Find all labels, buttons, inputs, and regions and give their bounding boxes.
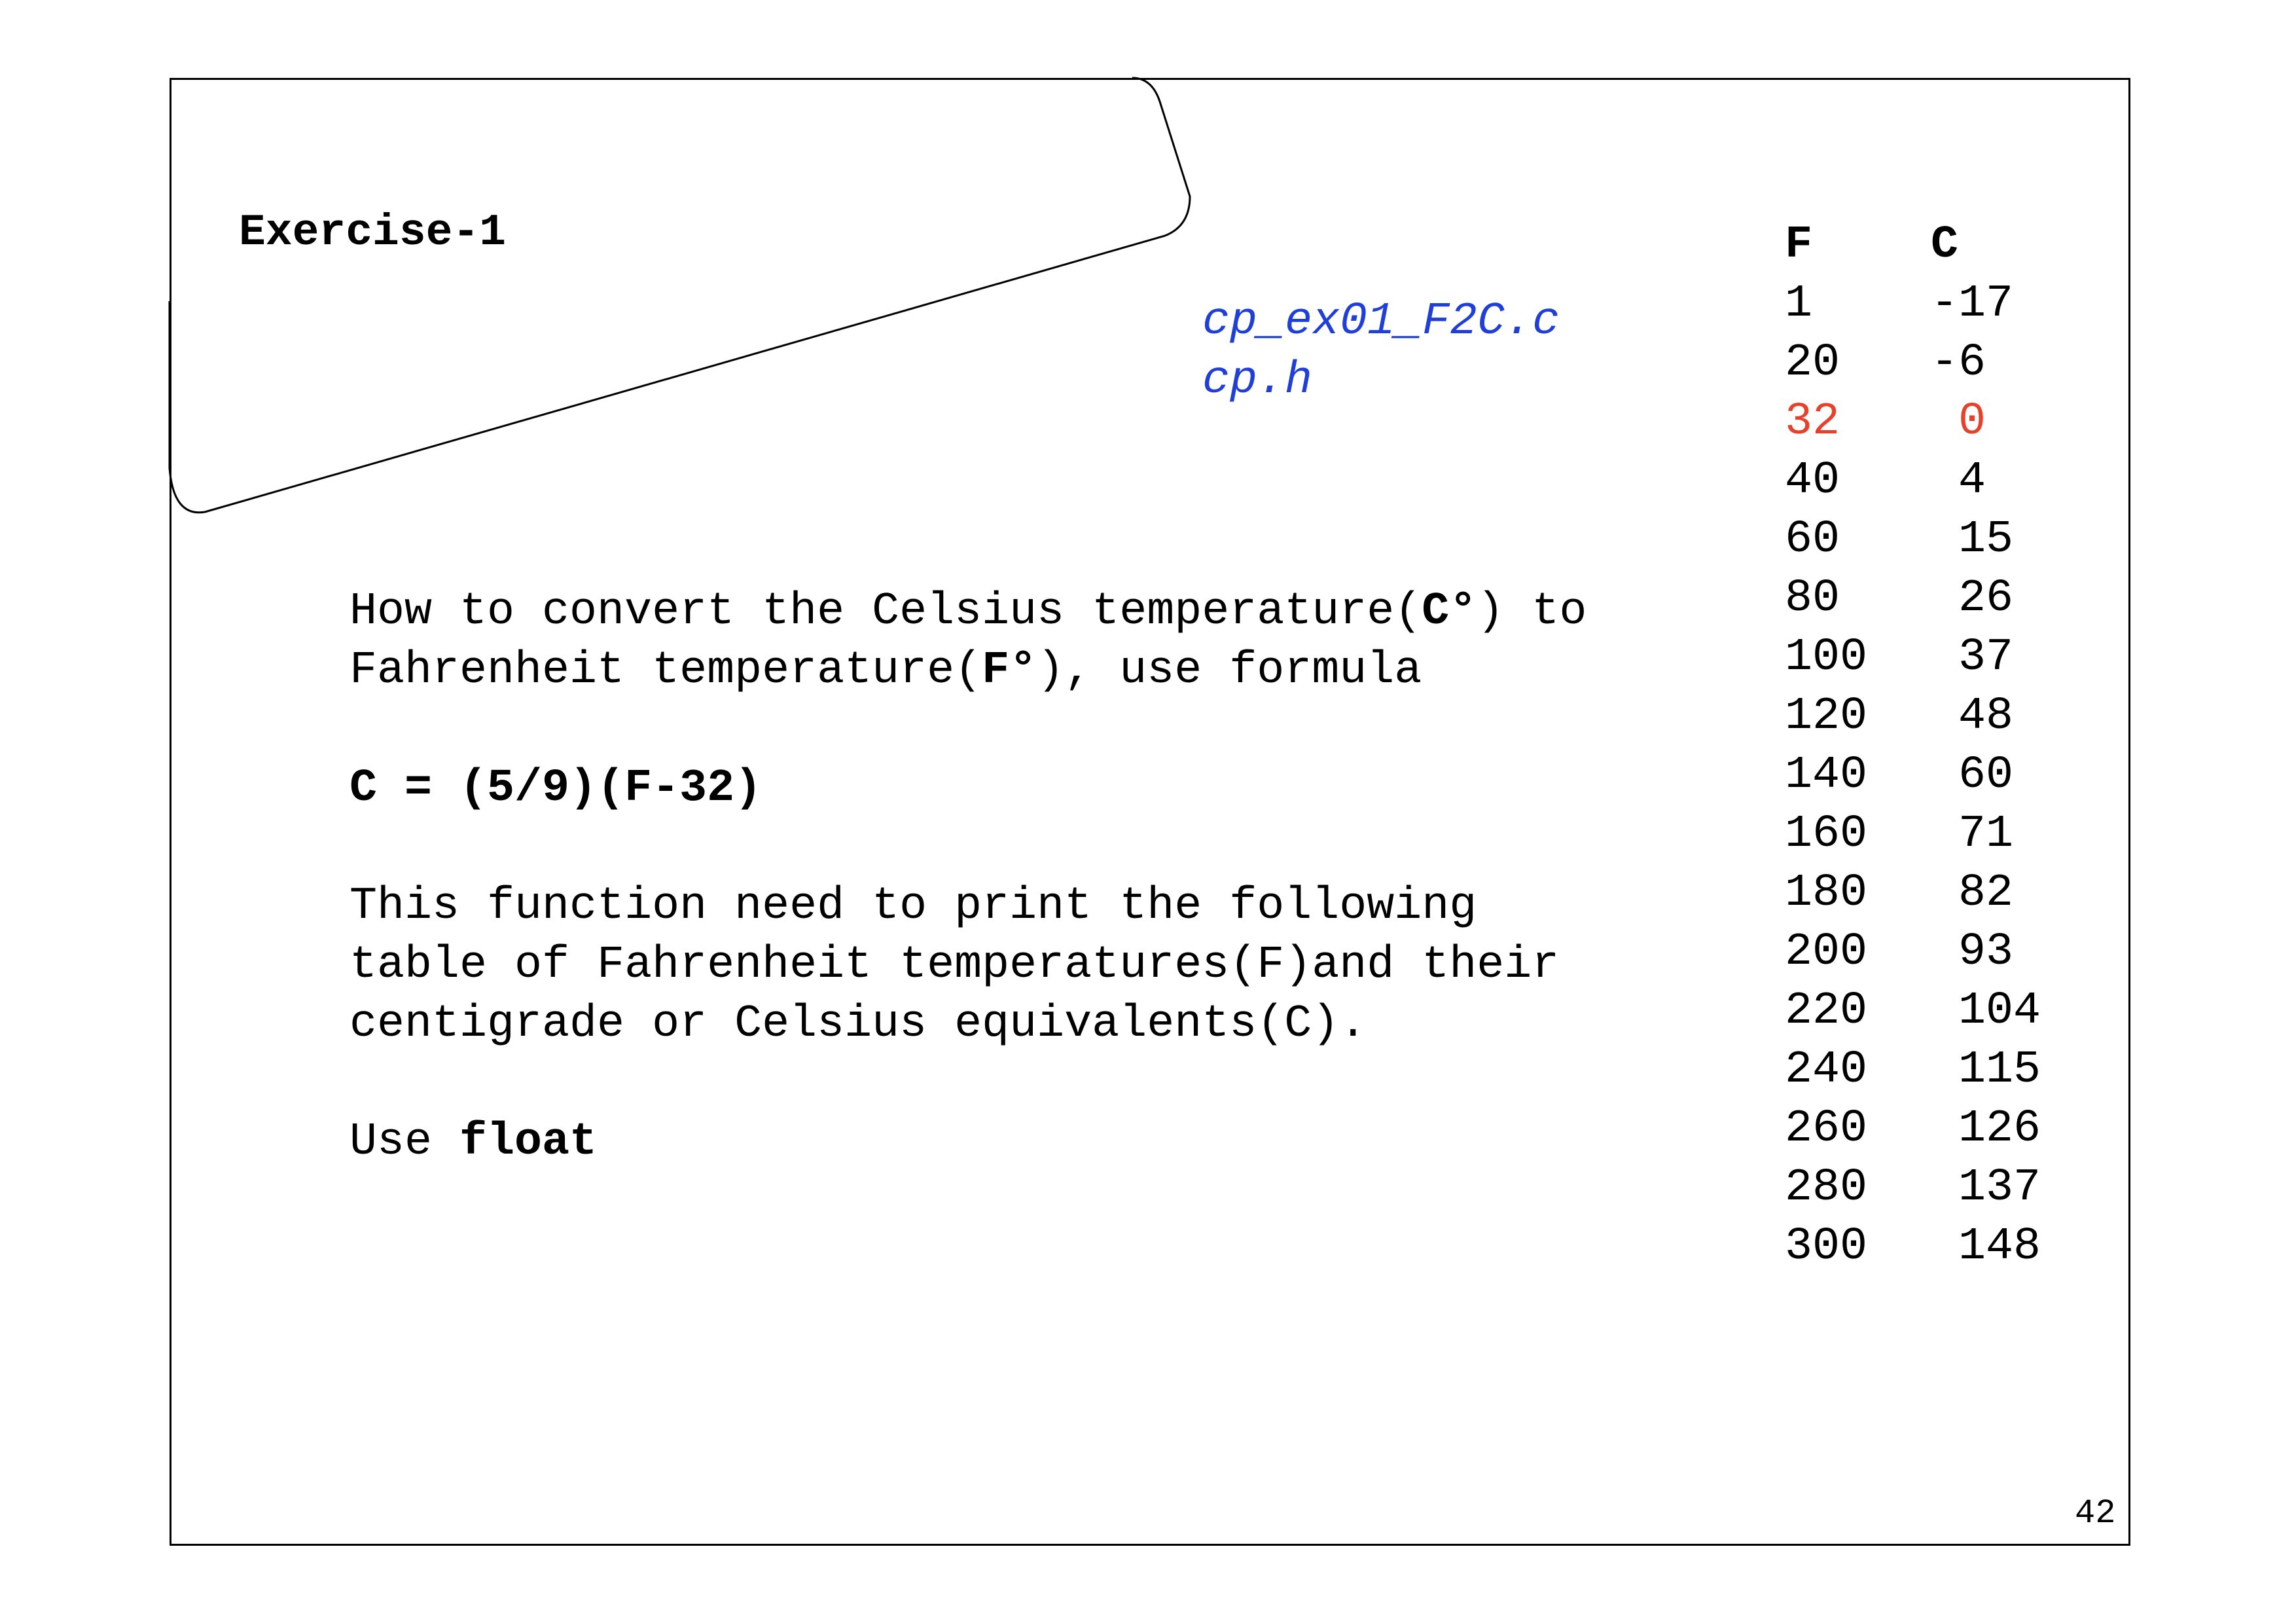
- fahrenheit-value: 160: [1785, 809, 1868, 860]
- celsius-value: 126: [1931, 1103, 2041, 1155]
- description-line: centigrade or Celsius equivalents(C).: [350, 998, 1367, 1050]
- celsius-value: -6: [1931, 337, 1986, 389]
- fahrenheit-value: 300: [1785, 1221, 1868, 1273]
- description-line: This function need to print the followin…: [350, 881, 1477, 932]
- fahrenheit-value: 32: [1785, 396, 1840, 448]
- file-list: cp_ex01_F2C.c cp.h: [1202, 293, 1560, 410]
- celsius-value: 148: [1931, 1221, 2041, 1273]
- fahrenheit-unit: F°: [982, 645, 1037, 697]
- intro-line: Fahrenheit temperature(F°), use formula: [350, 642, 1587, 701]
- text: ) to: [1477, 586, 1587, 638]
- celsius-value: 4: [1931, 455, 1986, 507]
- celsius-value: 60: [1931, 750, 2014, 801]
- page-title: Exercise-1: [239, 208, 507, 258]
- use-type-line: Use float: [350, 1113, 1587, 1172]
- file-name: cp_ex01_F2C.c: [1202, 296, 1560, 348]
- celsius-value: 82: [1931, 867, 2014, 919]
- fahrenheit-value: 80: [1785, 573, 1840, 625]
- fahrenheit-value: 60: [1785, 514, 1840, 566]
- celsius-value: 93: [1931, 926, 2014, 978]
- celsius-value: 37: [1931, 632, 2014, 684]
- fahrenheit-value: 40: [1785, 455, 1840, 507]
- text: Fahrenheit temperature(: [350, 645, 982, 697]
- fahrenheit-value: 140: [1785, 750, 1868, 801]
- fahrenheit-value: 180: [1785, 867, 1868, 919]
- celsius-value: 26: [1931, 573, 2014, 625]
- page-number: 42: [2075, 1494, 2116, 1533]
- celsius-value: -17: [1931, 278, 2014, 330]
- celsius-column: C -17-6 0 4 15 26 37 48 60 71 82 93 104 …: [1931, 216, 2041, 1277]
- description-line: table of Fahrenheit temperatures(F)and t…: [350, 939, 1560, 991]
- spacer: [350, 701, 1587, 759]
- type-keyword: float: [459, 1116, 598, 1168]
- text: How to convert the Celsius temperature(: [350, 586, 1422, 638]
- text: Use: [350, 1116, 460, 1168]
- fahrenheit-value: 220: [1785, 985, 1868, 1037]
- fahrenheit-value: 280: [1785, 1162, 1868, 1214]
- fahrenheit-value: 200: [1785, 926, 1868, 978]
- celsius-value: 104: [1931, 985, 2041, 1037]
- celsius-value: 115: [1931, 1044, 2041, 1096]
- column-header: C: [1931, 219, 1959, 271]
- exercise-description: How to convert the Celsius temperature(C…: [350, 583, 1587, 1172]
- title-tab-shape: [168, 77, 1191, 514]
- slide-frame: [170, 78, 2130, 1546]
- intro-line: How to convert the Celsius temperature(C…: [350, 583, 1587, 642]
- spacer: [350, 818, 1587, 877]
- column-header: F: [1785, 219, 1813, 271]
- celsius-value: 137: [1931, 1162, 2041, 1214]
- spacer: [350, 1054, 1587, 1113]
- celsius-unit: C°: [1422, 586, 1477, 638]
- fahrenheit-value: 240: [1785, 1044, 1868, 1096]
- celsius-value: 0: [1931, 396, 1986, 448]
- fahrenheit-value: 100: [1785, 632, 1868, 684]
- celsius-value: 15: [1931, 514, 2014, 566]
- fahrenheit-value: 20: [1785, 337, 1840, 389]
- celsius-value: 48: [1931, 691, 2014, 742]
- file-name: cp.h: [1202, 355, 1313, 407]
- fahrenheit-value: 1: [1785, 278, 1813, 330]
- fahrenheit-value: 120: [1785, 691, 1868, 742]
- text: ), use formula: [1037, 645, 1422, 697]
- fahrenheit-value: 260: [1785, 1103, 1868, 1155]
- formula: C = (5/9)(F-32): [350, 763, 762, 814]
- celsius-value: 71: [1931, 809, 2014, 860]
